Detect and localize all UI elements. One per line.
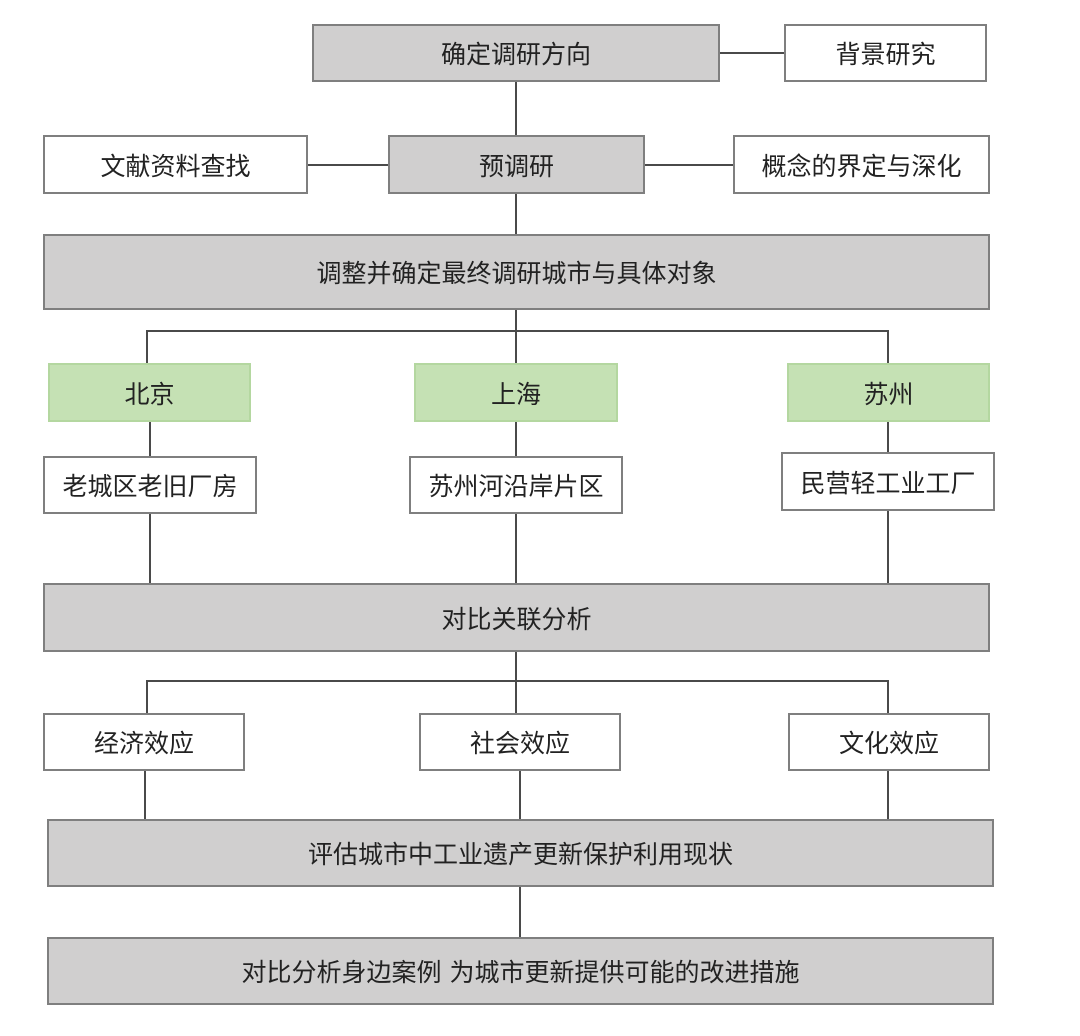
effect-cultural: 文化效应 — [788, 713, 990, 771]
object-shanghai: 苏州河沿岸片区 — [409, 456, 623, 514]
connector — [515, 193, 517, 235]
node-concept: 概念的界定与深化 — [733, 135, 990, 194]
connector — [887, 680, 889, 714]
effect-economic: 经济效应 — [43, 713, 245, 771]
node-compare: 对比关联分析 — [43, 583, 990, 652]
city-beijing: 北京 — [48, 363, 251, 422]
connector — [887, 510, 889, 584]
connector — [719, 52, 785, 54]
connector — [515, 651, 517, 714]
connector — [146, 680, 889, 682]
node-background: 背景研究 — [784, 24, 987, 82]
connector — [146, 680, 148, 714]
object-beijing: 老城区老旧厂房 — [43, 456, 257, 514]
connector — [887, 330, 889, 364]
node-direction: 确定调研方向 — [312, 24, 720, 82]
connector — [887, 770, 889, 820]
connector — [519, 886, 521, 938]
node-pre-research: 预调研 — [388, 135, 645, 194]
connector — [149, 513, 151, 584]
connector — [146, 330, 889, 332]
effect-social: 社会效应 — [419, 713, 621, 771]
node-literature: 文献资料查找 — [43, 135, 308, 194]
city-shanghai: 上海 — [414, 363, 618, 422]
connector — [519, 770, 521, 820]
connector — [515, 513, 517, 584]
connector — [515, 309, 517, 364]
object-suzhou: 民营轻工业工厂 — [781, 452, 995, 511]
connector — [307, 164, 389, 166]
connector — [515, 81, 517, 137]
connector — [515, 421, 517, 457]
connector — [146, 330, 148, 364]
node-evaluate: 评估城市中工业遗产更新保护利用现状 — [47, 819, 994, 887]
connector — [144, 770, 146, 820]
connector — [887, 421, 889, 453]
node-conclude: 对比分析身边案例 为城市更新提供可能的改进措施 — [47, 937, 994, 1005]
city-suzhou: 苏州 — [787, 363, 990, 422]
connector — [149, 421, 151, 457]
connector — [644, 164, 734, 166]
node-adjust: 调整并确定最终调研城市与具体对象 — [43, 234, 990, 310]
